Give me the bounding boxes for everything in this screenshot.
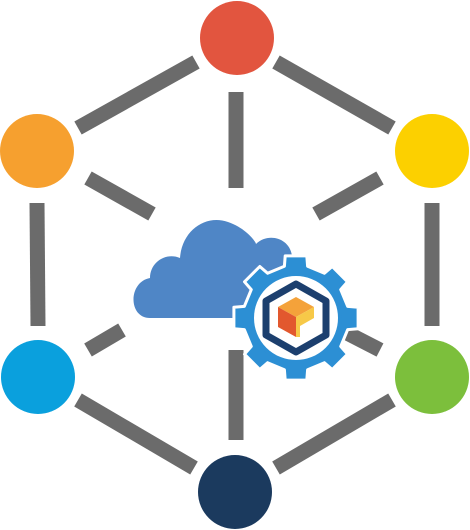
top-node (200, 1, 274, 75)
connector-line-4 (74, 393, 198, 475)
upper-right-node (395, 114, 469, 188)
connector-line-8 (312, 171, 384, 221)
connector-line-6 (74, 55, 200, 135)
connector-line-1 (272, 55, 396, 135)
lower-left-node (1, 340, 75, 414)
connector-group (29, 55, 440, 475)
cube-logo-icon (278, 297, 314, 337)
connector-line-12 (84, 171, 156, 221)
connector-line-3 (272, 393, 396, 475)
connector-line-11 (84, 323, 126, 357)
hub (133, 219, 360, 382)
upper-left-node (0, 114, 74, 188)
connector-line-9 (341, 325, 384, 357)
bottom-node (198, 455, 272, 529)
lower-right-node (395, 340, 469, 414)
gear-icon (232, 254, 360, 382)
connector-line-5 (29, 202, 46, 327)
